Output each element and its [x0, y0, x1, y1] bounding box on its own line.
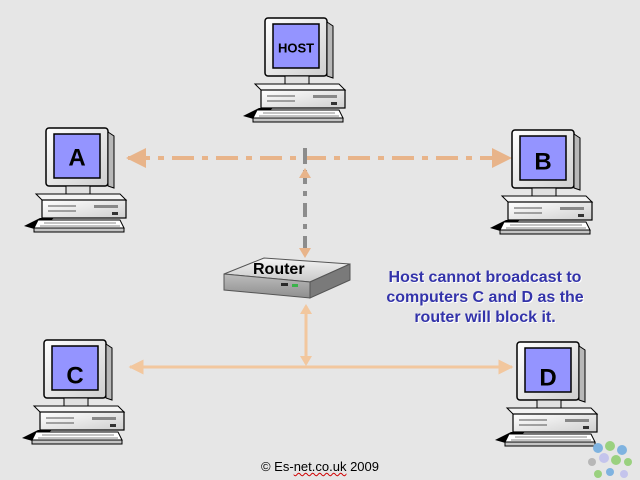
copyright-year: 2009 — [346, 459, 379, 474]
computer-a-label: A — [68, 145, 85, 172]
router-side-face — [309, 263, 351, 299]
copyright-footer: © Es-net.co.uk 2009 — [0, 459, 640, 474]
host-router-arrow-up — [299, 168, 311, 178]
computer-c: C — [21, 339, 125, 445]
note-line-3: router will block it. — [414, 309, 556, 326]
note-line-1: Host cannot broadcast to — [388, 269, 582, 286]
router-status-light — [292, 284, 298, 287]
computer-b: B — [489, 129, 593, 235]
router-lan-arrow-down — [300, 356, 312, 366]
es-net-logo — [588, 441, 632, 478]
copyright-domain: net.co.uk — [293, 459, 347, 474]
router-label: Router — [253, 261, 305, 278]
note-line-2: computers C and D as the — [386, 289, 584, 306]
computer-host-label: HOST — [278, 41, 314, 56]
computer-d: D — [494, 341, 598, 447]
computer-b-label: B — [534, 149, 551, 176]
computer-c-label: C — [66, 363, 83, 390]
computer-a: A — [23, 127, 127, 233]
copyright-prefix: © Es- — [260, 459, 294, 474]
broadcast-note: Host cannot broadcast to computers C and… — [360, 268, 610, 328]
host-router-arrow-down — [299, 248, 311, 258]
router: Router — [223, 257, 351, 299]
computer-d-label: D — [539, 365, 556, 392]
router-status-light-2 — [281, 283, 288, 286]
computer-host: HOST — [242, 17, 346, 123]
router-lan-arrow-up — [300, 304, 312, 314]
